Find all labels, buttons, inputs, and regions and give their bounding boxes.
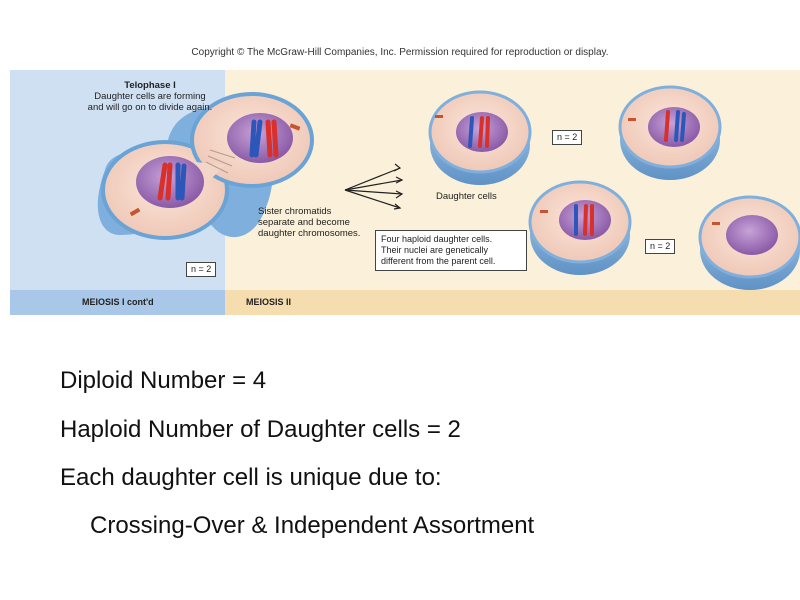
daughter-cell-3 [528, 180, 632, 275]
copyright-notice: Copyright © The McGraw-Hill Companies, I… [191, 47, 609, 58]
info-line-3: different from the parent cell. [381, 256, 496, 266]
telophase-label: Telophase I Daughter cells are forming a… [80, 80, 220, 113]
meiosis-i-band [10, 290, 225, 315]
daughter-cell-1 [428, 90, 532, 185]
info-line-2: Their nuclei are genetically [381, 245, 489, 255]
sister-line-3: daughter chromosomes. [258, 228, 361, 239]
n-equals-badge-right: n = 2 [645, 239, 676, 254]
telophase-title: Telophase I [124, 80, 176, 91]
diploid-number-text: Diploid Number = 4 [60, 367, 267, 394]
division-arrows [344, 163, 404, 210]
unique-cell-text: Each daughter cell is unique due to: [60, 464, 442, 491]
meiosis-ii-band [225, 290, 800, 315]
telophase-desc-2: and will go on to divide again. [87, 102, 213, 113]
n-equals-badge-top: n = 2 [552, 130, 583, 145]
sister-line-2: separate and become [258, 217, 350, 228]
n-equals-badge-left: n = 2 [186, 262, 217, 277]
meiosis-figure: Telophase I Daughter cells are forming a… [10, 70, 800, 315]
haploid-number-text: Haploid Number of Daughter cells = 2 [60, 416, 461, 443]
telophase-cell [97, 92, 314, 240]
telophase-desc-1: Daughter cells are forming [94, 91, 206, 102]
crossing-over-text: Crossing-Over & Independent Assortment [90, 512, 535, 539]
daughter-cell-2 [618, 85, 722, 180]
sister-chromatids-label: Sister chromatids separate and become da… [258, 206, 378, 239]
meiosis-i-label: MEIOSIS I cont'd [82, 297, 154, 307]
info-box: Four haploid daughter cells. Their nucle… [375, 230, 527, 271]
daughter-cells-label: Daughter cells [436, 191, 497, 202]
daughter-cell-4 [698, 195, 800, 290]
meiosis-illustration [10, 70, 800, 315]
sister-line-1: Sister chromatids [258, 206, 332, 217]
meiosis-ii-label: MEIOSIS II [246, 297, 292, 307]
info-line-1: Four haploid daughter cells. [381, 234, 493, 244]
